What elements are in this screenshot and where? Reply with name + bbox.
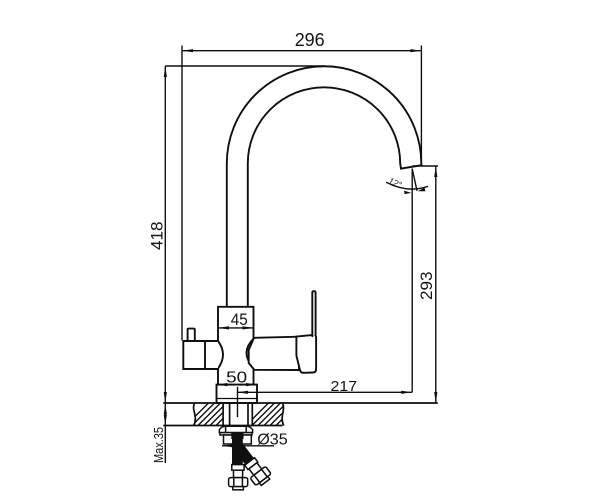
svg-text:217: 217 [331, 378, 358, 395]
svg-text:Ø35: Ø35 [257, 432, 288, 449]
svg-text:293: 293 [418, 272, 436, 301]
svg-text:12°: 12° [387, 176, 404, 191]
svg-text:Max.35: Max.35 [151, 427, 166, 463]
svg-text:45: 45 [231, 311, 248, 329]
svg-text:418: 418 [148, 222, 166, 251]
svg-text:296: 296 [295, 29, 325, 50]
svg-text:50: 50 [226, 370, 247, 387]
